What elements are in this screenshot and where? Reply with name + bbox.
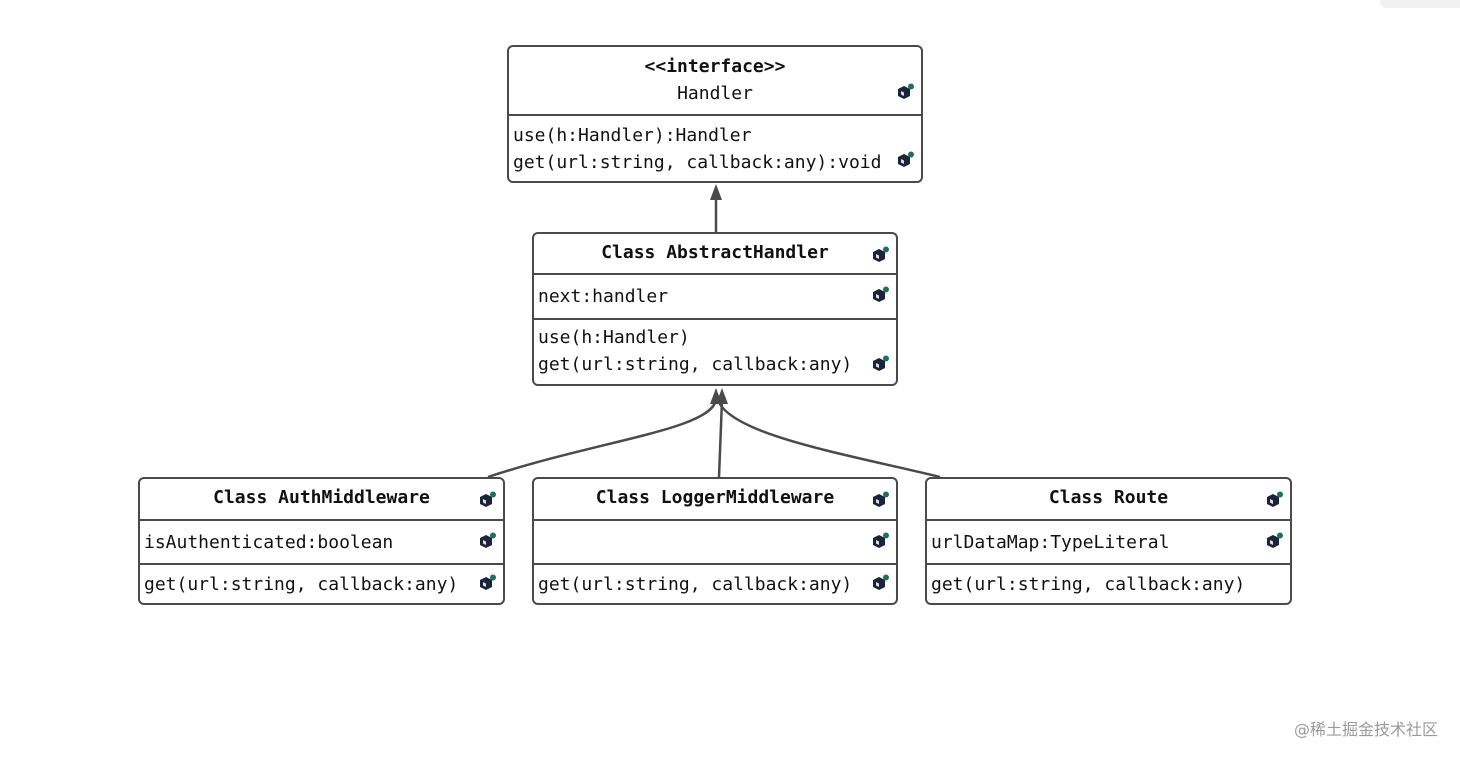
field-row: next:handler [538,286,669,307]
class-box-route[interactable]: Class Route urlDataMap:TypeLiteral get(u… [925,477,1292,605]
window-corner-tab [1380,0,1460,8]
class-header: <<interface>> Handler [509,47,921,116]
class-box-loggermiddleware[interactable]: Class LoggerMiddleware get(url:string, c… [532,477,898,605]
cube-icon [870,532,890,552]
cube-icon [477,532,497,552]
cube-icon [870,242,890,262]
cube-icon [870,355,890,375]
methods-section: use(h:Handler) get(url:string, callback:… [534,320,896,384]
arrowhead-abstracthandler-b [716,388,728,404]
edge-route-to-abstracthandler [716,399,941,479]
edge-auth-to-abstracthandler [487,399,718,479]
class-title: Class LoggerMiddleware [595,487,835,508]
class-header: Class AuthMiddleware [140,479,503,521]
cube-icon [895,151,915,171]
cube-icon [870,487,890,507]
edge-logger-to-abstracthandler [717,399,724,478]
fields-section: urlDataMap:TypeLiteral [927,521,1290,565]
method-row: get(url:string, callback:any) [538,574,853,595]
method-row: get(url:string, callback:any):void [513,152,882,173]
class-header: Class LoggerMiddleware [534,479,896,521]
method-row: get(url:string, callback:any) [931,574,1246,595]
cube-icon [895,83,915,103]
cube-icon [1264,532,1284,552]
cube-icon [1264,487,1284,507]
class-title: Class AuthMiddleware [213,487,430,508]
cube-icon [477,574,497,594]
cube-icon [870,286,890,306]
method-row: get(url:string, callback:any) [144,574,459,595]
methods-section: get(url:string, callback:any) [140,565,503,603]
methods-section: get(url:string, callback:any) [534,565,896,603]
fields-section: isAuthenticated:boolean [140,521,503,565]
class-header: Class Route [927,479,1290,521]
methods-section: use(h:Handler):Handler get(url:string, c… [509,116,921,182]
field-row: urlDataMap:TypeLiteral [931,532,1170,553]
watermark: @稀土掘金技术社区 [1293,720,1438,739]
fields-section: next:handler [534,275,896,320]
fields-section [534,521,896,565]
class-name: Handler [677,83,753,104]
cube-icon [477,487,497,507]
class-header: Class AbstractHandler [534,234,896,275]
class-box-abstracthandler[interactable]: Class AbstractHandler next:handler use(h… [532,232,898,386]
method-row: get(url:string, callback:any) [538,354,853,375]
field-row: isAuthenticated:boolean [144,532,394,553]
arrowhead-handler [710,184,722,200]
class-title: Class AbstractHandler [601,242,829,263]
stereotype-label: <<interface>> [644,56,786,77]
method-row: use(h:Handler) [538,327,690,348]
method-row: use(h:Handler):Handler [513,125,752,146]
class-box-handler[interactable]: <<interface>> Handler use(h:Handler):Han… [507,45,923,183]
cube-icon [870,574,890,594]
class-box-authmiddleware[interactable]: Class AuthMiddleware isAuthenticated:boo… [138,477,505,605]
methods-section: get(url:string, callback:any) [927,565,1290,603]
class-title: Class Route [1048,487,1169,508]
